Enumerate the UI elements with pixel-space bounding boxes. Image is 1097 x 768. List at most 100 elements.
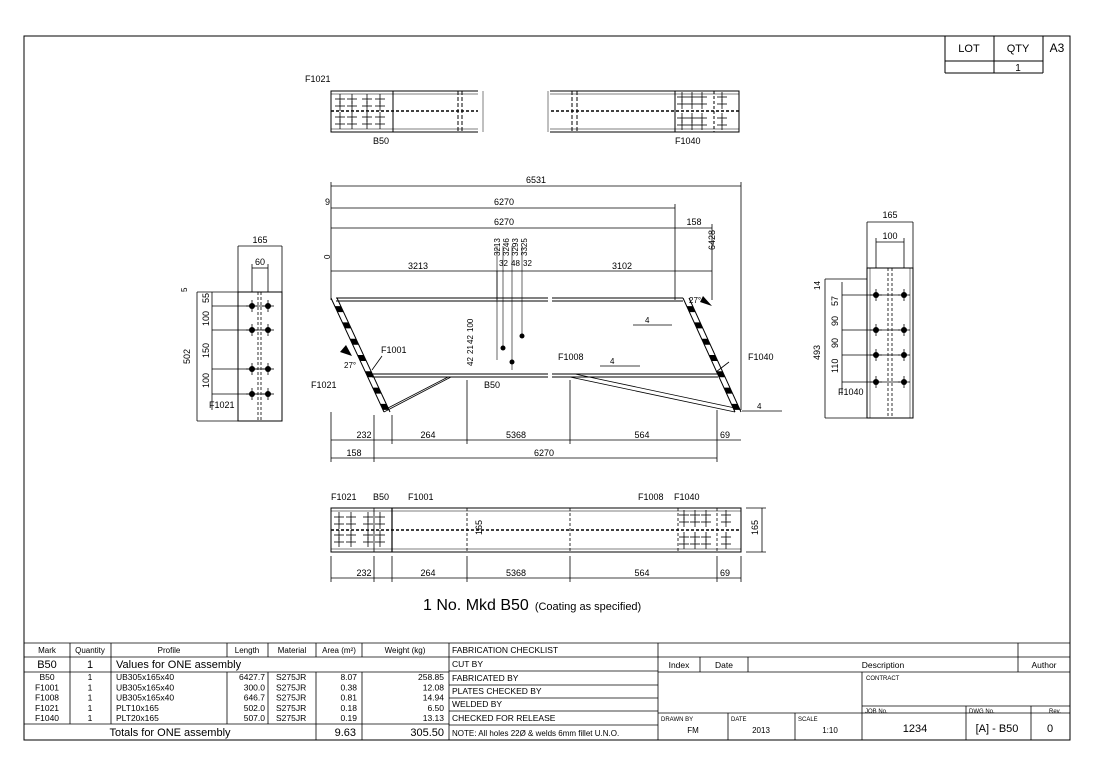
bot-label-f1008: F1008 [638, 492, 664, 502]
dim-42a-v: 42 [466, 335, 475, 344]
part-cell: S275JR [276, 682, 306, 692]
part-cell: 12.08 [423, 682, 445, 692]
bot-label-b50: B50 [373, 492, 389, 502]
scale-label: SCALE [798, 717, 818, 723]
rev-hdr-description: Description [862, 660, 905, 670]
end-plate-hatch [334, 306, 740, 410]
assembly-mark: B50 [37, 659, 57, 671]
hdr-length: Length [235, 646, 259, 655]
checklist-fabricated: FABRICATED BY [452, 673, 519, 683]
part-cell: UB305x165x40 [116, 693, 174, 703]
bottom-view [330, 507, 766, 582]
right-end-view [824, 221, 914, 419]
dwg-label: DWG No. [969, 709, 995, 715]
le-dim-55: 55 [201, 293, 211, 303]
part-cell: 0.81 [340, 693, 357, 703]
part-cell: 13.13 [423, 713, 445, 723]
drawn-label: DRAWN BY [661, 717, 693, 723]
part-cell: S275JR [276, 713, 306, 723]
elev-label-f1001: F1001 [381, 345, 407, 355]
elev-label-f1040: F1040 [748, 352, 774, 362]
drawing-caption: 1 No. Mkd B50(Coating as specified) [423, 597, 641, 614]
bottom-bolts [334, 510, 731, 549]
bot-dim-564: 564 [634, 568, 649, 578]
top-label-f1021: F1021 [305, 74, 331, 84]
re-dim-90a: 90 [830, 316, 840, 326]
re-dim-110: 110 [830, 359, 840, 373]
checklist: FABRICATION CHECKLIST CUT BY FABRICATED … [452, 645, 619, 738]
part-cell: 6.50 [427, 703, 444, 713]
hdr-mark: Mark [38, 646, 57, 655]
dim-offset-top: 9 [325, 197, 330, 207]
part-cell: F1008 [35, 693, 59, 703]
le-dim-5: 5 [180, 287, 189, 292]
dim-3213-v: 3213 [493, 238, 502, 256]
part-cell: F1001 [35, 682, 59, 692]
part-cell: S275JR [276, 693, 306, 703]
weld-4a: 4 [645, 316, 650, 325]
dim-6270-mid: 6270 [494, 217, 514, 227]
date-label: DATE [731, 717, 747, 723]
dim-3102: 3102 [612, 261, 632, 271]
scale-value: 1:10 [822, 726, 838, 735]
totals-area: 9.63 [335, 727, 356, 739]
bot-label-f1001: F1001 [408, 492, 434, 502]
bot-dim-264: 264 [420, 568, 435, 578]
checklist-welded: WELDED BY [452, 699, 502, 709]
date-value: 2013 [752, 726, 770, 735]
qty-value: 1 [1015, 63, 1021, 74]
parts-totals: Totals for ONE assembly 9.63 305.50 [109, 727, 444, 739]
checklist-release: CHECKED FOR RELEASE [452, 713, 556, 723]
angle-right: 27° [689, 296, 701, 305]
weld-4b: 4 [610, 357, 615, 366]
part-cell: 1 [88, 703, 93, 713]
qty-label: QTY [1007, 43, 1030, 55]
left-end-dims: 165 60 5 55 100 150 100 502 [180, 235, 268, 388]
elev-label-b50: B50 [484, 380, 500, 390]
part-cell: 502.0 [244, 703, 266, 713]
part-cell: PLT20x165 [116, 713, 159, 723]
corner-block: LOT QTY 1 A3 [944, 36, 1065, 74]
dim-6428: 6428 [707, 230, 717, 250]
rev-value: 0 [1047, 723, 1053, 735]
dim-564: 564 [634, 430, 649, 440]
contract-label: CONTRACT [866, 676, 900, 682]
totals-weight: 305.50 [410, 727, 444, 739]
rev-hdr-author: Author [1031, 660, 1056, 670]
drawn-value: FM [687, 726, 699, 735]
le-dim-502: 502 [182, 349, 192, 364]
le-dim-165: 165 [252, 235, 267, 245]
title-block: CONTRACT DRAWN BY FM DATE 2013 SCALE 1:1… [661, 676, 1061, 735]
dim-21-v: 21 [466, 345, 475, 354]
job-value: 1234 [903, 723, 927, 735]
rev-hdr-date: Date [715, 660, 733, 670]
re-dim-100: 100 [882, 231, 897, 241]
bot-dim-232: 232 [356, 568, 371, 578]
left-end-bolts [246, 300, 274, 400]
rev-hdr-index: Index [669, 660, 691, 670]
title-block-lines [24, 642, 1070, 740]
part-cell: F1021 [35, 703, 59, 713]
hdr-profile: Profile [158, 646, 181, 655]
part-cell: S275JR [276, 672, 306, 682]
top-label-f1040: F1040 [675, 136, 701, 146]
dim-42b-v: 42 [466, 357, 475, 366]
sheet-size: A3 [1050, 41, 1065, 55]
checklist-cut: CUT BY [452, 659, 483, 669]
part-cell: UB305x165x40 [116, 672, 174, 682]
bottom-dims: 165 165 232 264 5368 564 69 [356, 520, 760, 578]
left-end-label: F1021 [209, 400, 235, 410]
bot-dim-165b: 165 [750, 520, 760, 535]
dim-3213-left: 3213 [408, 261, 428, 271]
dim-264: 264 [420, 430, 435, 440]
hdr-weight: Weight (kg) [385, 646, 426, 655]
re-dim-90b: 90 [830, 338, 840, 348]
re-dim-14: 14 [813, 281, 822, 290]
bot-label-f1021: F1021 [331, 492, 357, 502]
le-dim-150: 150 [201, 343, 211, 358]
hdr-material: Material [278, 646, 307, 655]
part-cell: 6427.7 [239, 672, 265, 682]
dim-32b: 32 [523, 259, 532, 268]
part-cell: S275JR [276, 703, 306, 713]
